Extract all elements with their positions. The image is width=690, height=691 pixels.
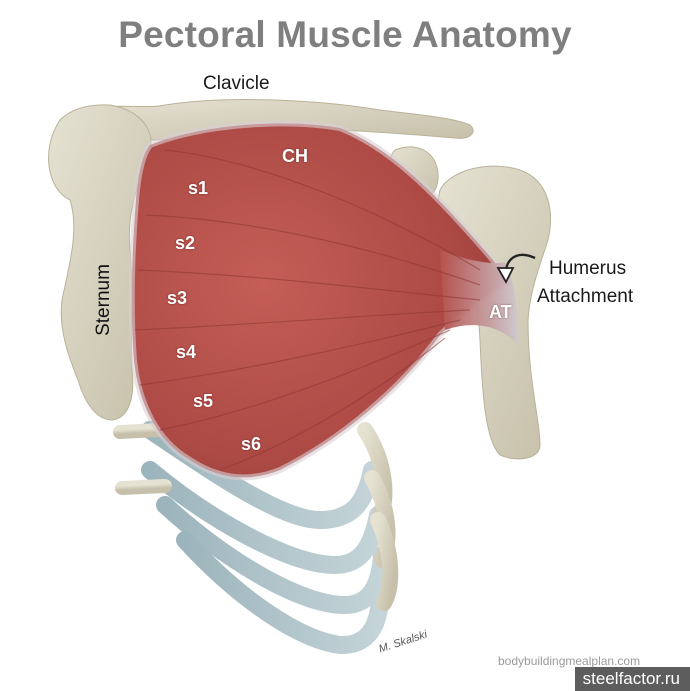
segment-s2-label: s2: [175, 233, 196, 253]
site-watermark: bodybuildingmealplan.com: [498, 654, 641, 668]
tendon: [440, 250, 519, 345]
sternum-bone: [48, 104, 152, 421]
humerus-label-line2: Attachment: [537, 286, 634, 307]
muscle-fibers: [134, 149, 481, 471]
humerus-label-line1: Humerus: [549, 258, 627, 279]
segment-s5-label: s5: [193, 391, 214, 411]
badge-watermark: steelfactor.ru: [574, 667, 690, 691]
sternum-label: Sternum: [93, 264, 114, 336]
segment-s1-label: s1: [188, 178, 209, 198]
rib-cage: [113, 421, 399, 654]
page-title: Pectoral Muscle Anatomy: [118, 14, 572, 55]
segment-at-label: AT: [489, 302, 512, 322]
clavicle-label: Clavicle: [203, 73, 270, 94]
segment-s3-label: s3: [167, 288, 188, 308]
segment-ch-label: CH: [282, 146, 308, 166]
pectoral-muscle: [128, 120, 515, 481]
humerus-attachment-label: Humerus Attachment: [537, 255, 633, 311]
segment-s6-label: s6: [241, 434, 262, 454]
segment-s4-label: s4: [176, 342, 197, 362]
